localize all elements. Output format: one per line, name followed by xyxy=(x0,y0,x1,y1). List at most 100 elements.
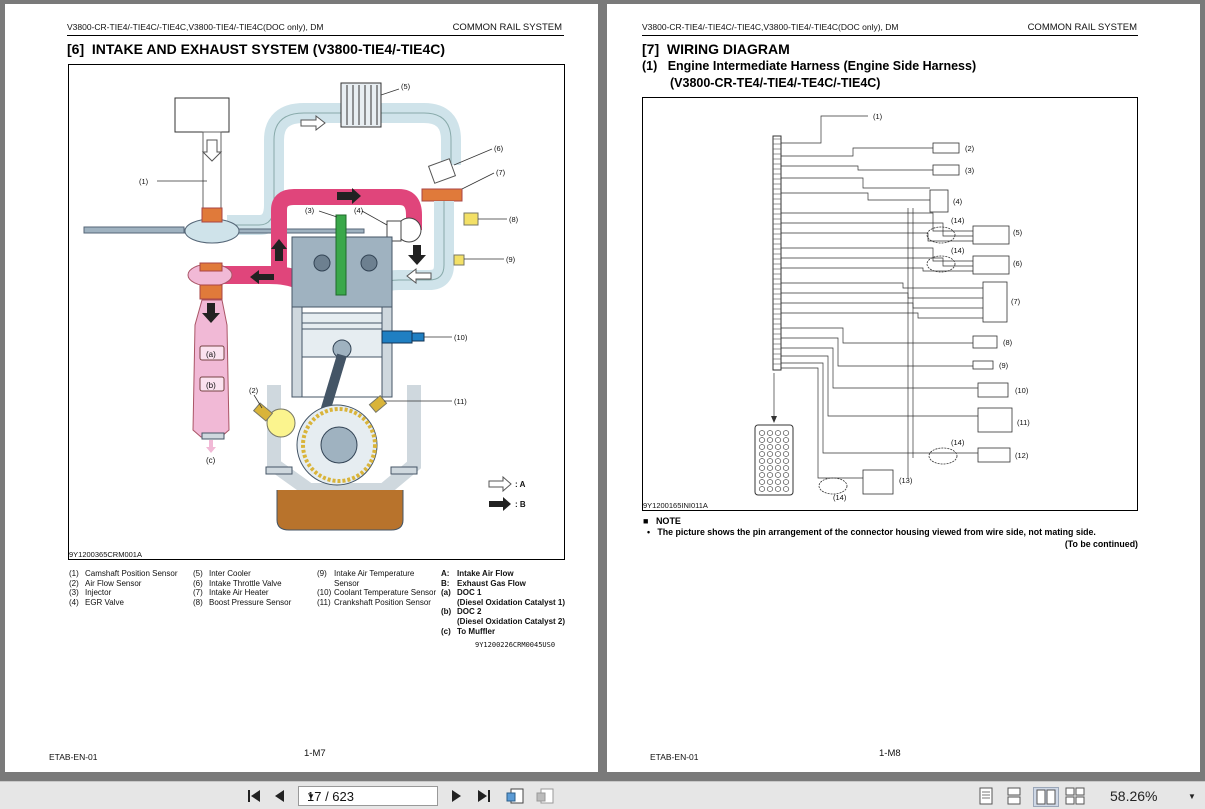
page-header-left: V3800-CR-TIE4/-TIE4C/-TIE4C,V3800-TIE4/-… xyxy=(642,22,899,32)
next-view-icon[interactable] xyxy=(533,787,557,805)
callout-9: (9) xyxy=(506,255,516,264)
page-number: 1-M7 xyxy=(304,748,326,759)
legend-item: (6)Intake Throttle Valve xyxy=(193,578,282,588)
legend-item: (Diesel Oxidation Catalyst 2) xyxy=(457,616,566,626)
callout-6: (6) xyxy=(1013,259,1023,268)
oil-pan xyxy=(276,490,404,531)
legend-item: B:Exhaust Gas Flow xyxy=(441,578,526,588)
viewer-toolbar: 17 / 623 ▼ 58.26% ▼ xyxy=(0,781,1205,809)
zoom-dropdown-icon[interactable]: ▼ xyxy=(1188,791,1196,801)
legend-col-2: (5)Inter Cooler (6)Intake Throttle Valve… xyxy=(193,569,291,607)
next-page-icon[interactable] xyxy=(446,787,466,805)
crank-gear xyxy=(301,407,377,483)
right-page: V3800-CR-TIE4/-TIE4C/-TIE4C,V3800-TIE4/-… xyxy=(607,4,1200,772)
arrow-a-label: : A xyxy=(515,480,526,489)
callout-14: (14) xyxy=(951,246,965,255)
callout-7: (7) xyxy=(1011,297,1021,306)
subsection-title: (1) Engine Intermediate Harness (Engine … xyxy=(642,59,976,73)
continuous-icon[interactable] xyxy=(1004,787,1024,805)
footer-left: ETAB-EN-01 xyxy=(650,752,699,762)
subsection-number: (1) xyxy=(642,59,658,73)
callout-4: (4) xyxy=(953,197,963,206)
callout-4: (4) xyxy=(354,206,364,215)
legend-item: (Diesel Oxidation Catalyst 1) xyxy=(457,597,566,607)
callout-8: (8) xyxy=(509,215,519,224)
intake-exhaust-diagram: (1) (2) (3) (4) (5) (6) (7) (8) (9) (10)… xyxy=(83,82,526,531)
legend-item: (b)DOC 2 xyxy=(441,607,482,617)
legend-item: (5)Inter Cooler xyxy=(193,569,251,578)
injector xyxy=(335,214,347,296)
callout-3: (3) xyxy=(305,206,315,215)
callout-11: (11) xyxy=(1017,418,1030,427)
callout-1: (1) xyxy=(139,177,149,186)
legend-id: 9Y1200226CRM0045US0 xyxy=(475,641,556,649)
callout-5: (5) xyxy=(401,82,411,91)
prev-page-icon[interactable] xyxy=(270,787,290,805)
callout-10: (10) xyxy=(454,333,468,342)
continued-text: (To be continued) xyxy=(1064,539,1138,549)
last-page-icon[interactable] xyxy=(474,787,494,805)
legend-item: (c)To Muffler xyxy=(441,626,496,636)
legend-item: Sensor xyxy=(334,578,360,588)
legend-item: (7)Intake Air Heater xyxy=(193,588,269,598)
callout-6: (6) xyxy=(494,144,504,153)
previous-view-icon[interactable] xyxy=(503,787,527,805)
wiring-diagram-figure: (1) (2) (3) (4) (5) (6) (7) (8) (9) (10)… xyxy=(642,97,1138,511)
single-page-icon[interactable] xyxy=(976,787,996,805)
part-c: (c) xyxy=(206,456,216,465)
legend-col-1: (1)Camshaft Position Sensor (2)Air Flow … xyxy=(69,569,178,607)
legend-item: (8)Boost Pressure Sensor xyxy=(193,597,292,607)
air-cleaner xyxy=(174,97,230,133)
section-title: [7] WIRING DIAGRAM xyxy=(642,41,790,57)
left-page: V3800-CR-TIE4/-TIE4C/-TIE4C,V3800-TIE4/-… xyxy=(5,4,598,772)
page-number: 1-M8 xyxy=(879,748,901,759)
zoom-level[interactable]: 58.26% xyxy=(1110,788,1158,804)
callout-5: (5) xyxy=(1013,228,1023,237)
legend-item: (1)Camshaft Position Sensor xyxy=(69,569,178,578)
callout-2: (2) xyxy=(965,144,975,153)
intake-exhaust-figure: (1) (2) (3) (4) (5) (6) (7) (8) (9) (10)… xyxy=(68,64,565,560)
page-header-right: COMMON RAIL SYSTEM xyxy=(452,22,562,33)
note-heading: ■ NOTE xyxy=(643,516,681,526)
callout-14: (14) xyxy=(833,493,847,502)
section-number: [6] xyxy=(67,41,85,57)
callout-3: (3) xyxy=(965,166,975,175)
part-a: (a) xyxy=(206,350,216,359)
legend-item: (2)Air Flow Sensor xyxy=(69,578,142,588)
section-number: [7] xyxy=(642,41,660,57)
legend-item: (11)Crankshaft Position Sensor xyxy=(317,597,431,607)
note-text: • The picture shows the pin arrangement … xyxy=(647,527,1096,537)
header-rule xyxy=(642,35,1138,36)
callout-7: (7) xyxy=(496,168,506,177)
callout-1: (1) xyxy=(873,112,883,121)
legend-item: (10)Coolant Temperature Sensor xyxy=(317,588,437,598)
arrow-b-label: : B xyxy=(515,500,526,509)
first-page-icon[interactable] xyxy=(244,787,264,805)
page-dropdown-icon[interactable]: ▼ xyxy=(307,792,315,801)
continuous-facing-icon[interactable] xyxy=(1064,787,1086,805)
legend-col-4: A:Intake Air Flow B:Exhaust Gas Flow (a)… xyxy=(441,569,565,636)
header-rule xyxy=(67,35,564,36)
legend-item: (9)Intake Air Temperature xyxy=(317,569,415,578)
callout-2: (2) xyxy=(249,386,259,395)
callout-12: (12) xyxy=(1015,451,1029,460)
figure-id: 9Y1200365CRM001A xyxy=(69,550,142,559)
callout-14: (14) xyxy=(951,216,965,225)
callout-14: (14) xyxy=(951,438,965,447)
page-number-input[interactable]: 17 / 623 ▼ xyxy=(298,786,438,806)
legend-item: (3)Injector xyxy=(69,588,112,598)
callout-8: (8) xyxy=(1003,338,1013,347)
wiring-diagram: (1) (2) (3) (4) (5) (6) (7) (8) (9) (10)… xyxy=(754,112,1030,502)
callout-9: (9) xyxy=(999,361,1009,370)
callout-11: (11) xyxy=(454,397,467,406)
facing-icon[interactable] xyxy=(1033,787,1059,807)
page-number-value: 17 / 623 xyxy=(307,789,354,804)
section-title: [6] INTAKE AND EXHAUST SYSTEM (V3800-TIE… xyxy=(67,41,445,57)
callout-13: (13) xyxy=(899,476,913,485)
subsection-title-text: Engine Intermediate Harness (Engine Side… xyxy=(667,59,977,73)
legend-item: (a)DOC 1 xyxy=(441,588,482,598)
connector-pin-face xyxy=(754,424,794,496)
section-title-text: WIRING DIAGRAM xyxy=(666,41,790,57)
legend-col-3: (9)Intake Air Temperature Sensor (10)Coo… xyxy=(317,569,436,607)
subsection-title-line-2: (V3800-CR-TE4/-TIE4/-TE4C/-TIE4C) xyxy=(670,76,881,90)
